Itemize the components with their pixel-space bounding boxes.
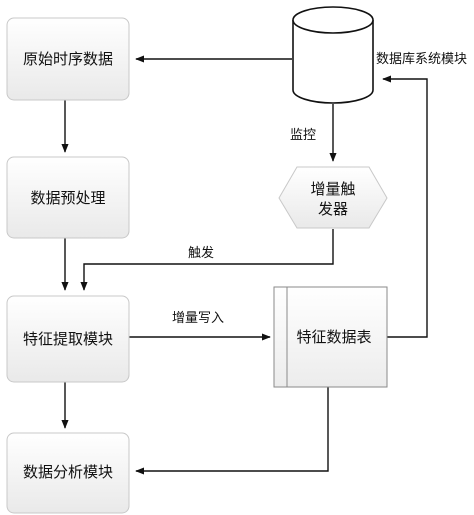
node-feature-table-label: 特征数据表 xyxy=(296,328,371,346)
node-database-label: 数据库系统模块 xyxy=(376,51,467,67)
node-trigger-label-line2: 发器 xyxy=(318,200,348,218)
edge-label-monitor: 监控 xyxy=(290,128,316,143)
database-icon xyxy=(292,20,374,104)
edge-trigger-to-feature xyxy=(80,229,334,291)
node-analysis-label: 数据分析模块 xyxy=(23,463,113,481)
edge-label-incremental-write: 增量写入 xyxy=(172,311,224,326)
node-feature-extract-label: 特征提取模块 xyxy=(23,330,113,348)
node-raw-data-label: 原始时序数据 xyxy=(23,50,113,68)
edge-table-to-analysis xyxy=(135,387,329,475)
edge-label-trigger: 触发 xyxy=(188,245,214,261)
node-database xyxy=(292,6,374,104)
node-analysis: 数据分析模块 xyxy=(6,432,130,514)
node-trigger: 增量触 发器 xyxy=(278,166,388,229)
edge-table-to-database xyxy=(382,75,428,338)
node-feature-extract: 特征提取模块 xyxy=(6,295,130,383)
node-trigger-label-line1: 增量触 xyxy=(310,180,355,198)
node-raw-data: 原始时序数据 xyxy=(6,17,130,101)
node-feature-table: 特征数据表 xyxy=(273,286,388,388)
node-preprocess: 数据预处理 xyxy=(6,156,130,239)
node-preprocess-label: 数据预处理 xyxy=(30,189,105,207)
connectors xyxy=(61,55,428,475)
